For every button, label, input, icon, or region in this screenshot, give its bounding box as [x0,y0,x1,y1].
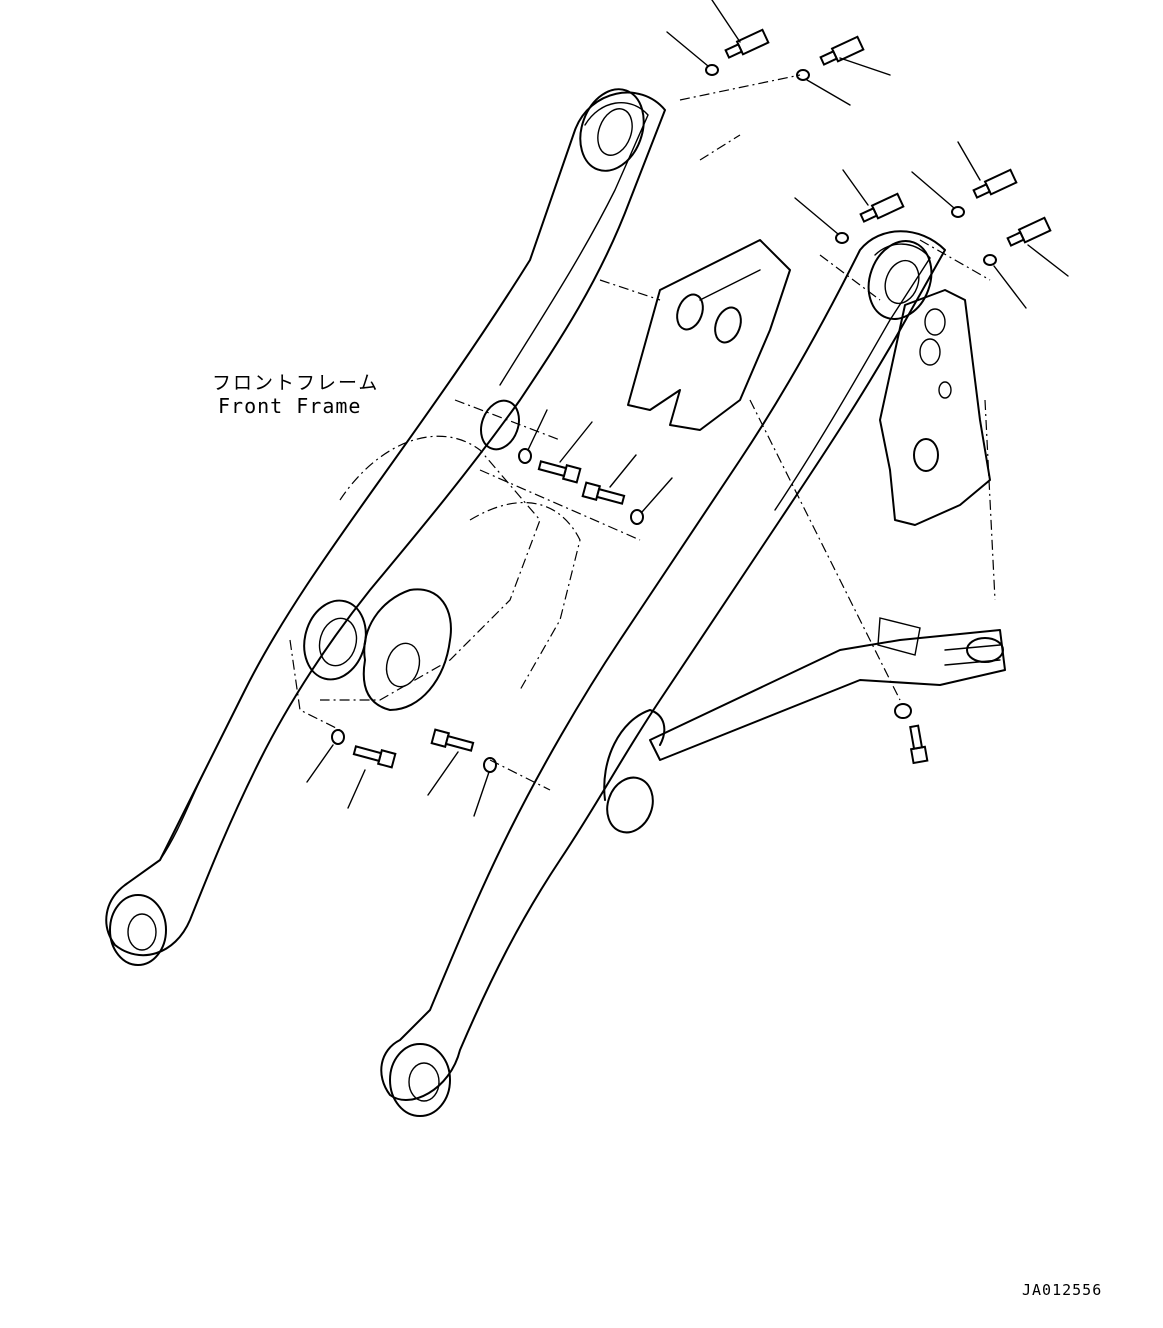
right-tower-bracket [879,289,996,601]
left-lift-arm [105,88,666,966]
bellcrank [627,239,791,431]
leader-lines [306,0,1069,817]
part-label-english: Front Frame [218,394,362,418]
tilt-rod [649,617,1006,761]
bolt-icon [724,28,770,59]
washer-icon [331,64,997,773]
part-label-japanese: フロントフレーム [212,372,380,394]
bolt-icon [581,481,626,505]
bolt-icon [537,460,582,484]
bolt-icon [1006,216,1052,247]
bolt-icon [909,724,929,765]
bolt-icon [972,168,1018,199]
bolt-icon [430,728,475,752]
bolt-icon [352,745,397,769]
right-lift-arm [380,230,946,1117]
bolt-icon [819,35,865,66]
drawing-id: JA012556 [1022,1281,1103,1299]
bolt-icon [859,192,905,223]
cross-tube [320,435,581,711]
alignment-lines [289,74,991,791]
